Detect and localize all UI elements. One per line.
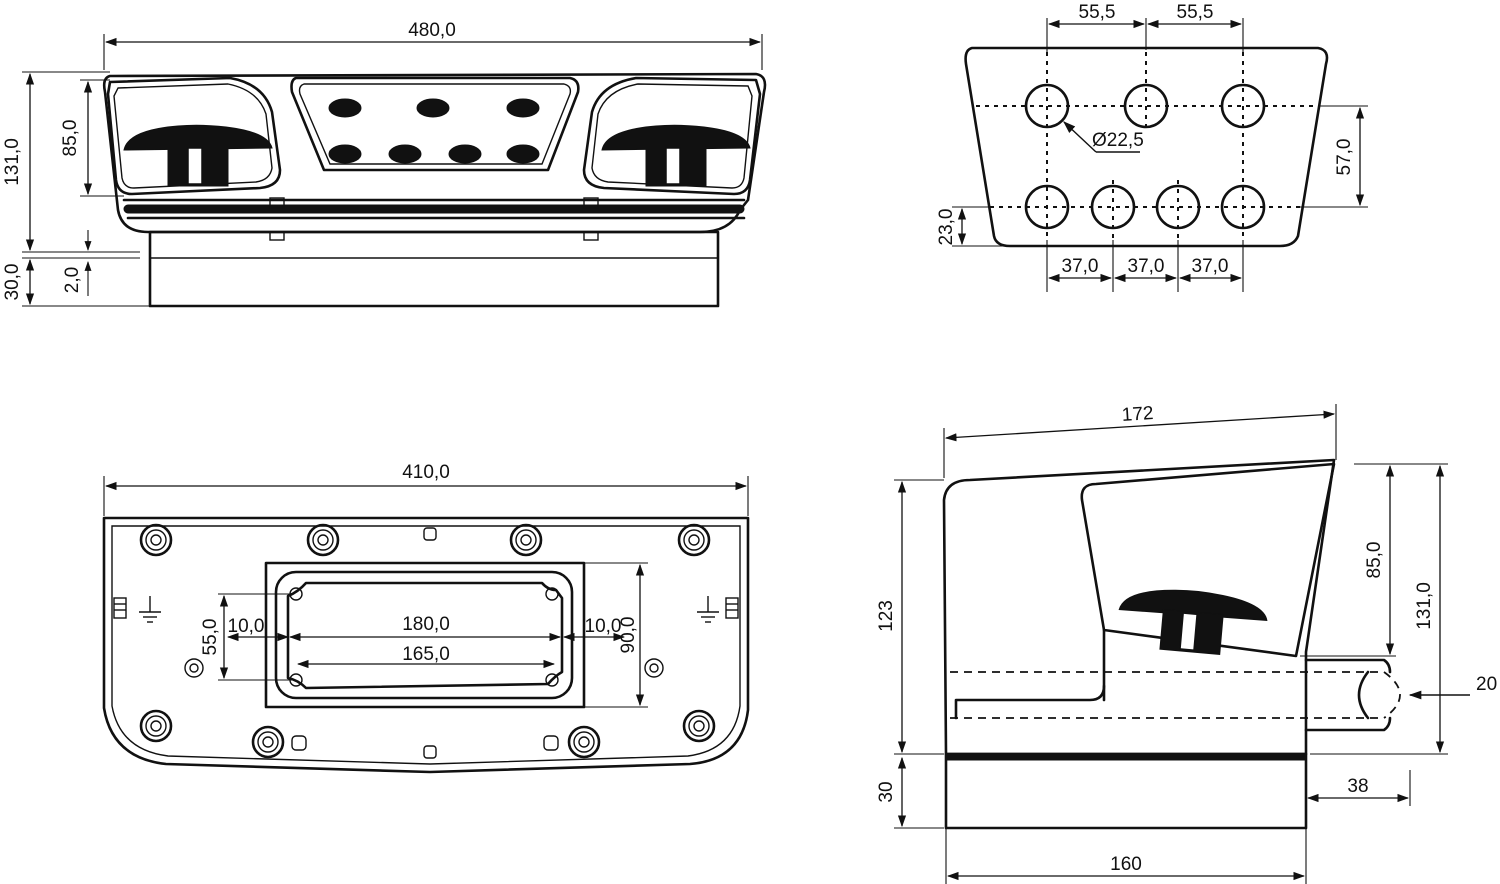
front-dim-height-total: 131,0 [2, 138, 23, 186]
ground-symbol-icon [138, 595, 162, 623]
front-hole-pattern [328, 98, 540, 164]
button-cap-icon [1115, 584, 1270, 660]
rear-dim-pitch-top-right: 55,5 [1177, 2, 1214, 23]
bottom-dim-left-offset: 10,0 [228, 616, 265, 637]
side-view: 172 123 30 85,0 131,0 20 38 160 [876, 403, 1497, 884]
front-right-pocket [582, 76, 762, 196]
rear-hole-pattern [1024, 83, 1266, 230]
button-cap-icon [601, 124, 751, 187]
side-dim-height-upper: 85,0 [1364, 542, 1385, 579]
rear-dim-bottom-offset: 23,0 [936, 209, 957, 246]
front-dim-gap: 2,0 [62, 267, 83, 293]
screw-boss [139, 709, 173, 743]
rear-plate-outline [964, 46, 1329, 248]
rear-dim-pitch-bottom-2: 37,0 [1128, 256, 1165, 277]
front-center-plate [290, 76, 580, 172]
rear-dim-pitch-bottom-3: 37,0 [1192, 256, 1229, 277]
side-pedal [1080, 462, 1336, 658]
screw-boss [306, 523, 340, 557]
side-dim-height-total: 131,0 [1414, 582, 1435, 630]
screw-boss [509, 523, 543, 557]
front-dim-base: 30,0 [2, 264, 23, 301]
rear-dim-pitch-top-left: 55,5 [1079, 2, 1116, 23]
front-view: 480,0 131,0 85,0 30,0 2,0 [2, 20, 767, 308]
bottom-dim-right-offset: 10,0 [585, 616, 622, 637]
bottom-dim-cutout-height: 55,0 [200, 619, 221, 656]
side-dim-hole-offset: 20 [1476, 674, 1497, 695]
bottom-outline [102, 516, 750, 774]
rear-view: 55,5 55,5 Ø22,5 57,0 23,0 37,0 37,0 37,0 [936, 2, 1368, 292]
rear-dim-pitch-bottom-1: 37,0 [1062, 256, 1099, 277]
side-dim-height-left: 123 [876, 600, 897, 632]
front-base [148, 230, 720, 308]
screw-boss [682, 709, 716, 743]
button-cap-icon [123, 124, 273, 187]
rear-dim-hole-diameter: Ø22,5 [1092, 130, 1144, 151]
ground-symbol-icon [696, 595, 720, 623]
screw-boss [251, 725, 285, 759]
bottom-view: 410,0 180,0 165,0 10,0 10,0 55,0 90,0 [102, 462, 750, 774]
rear-dim-row-spacing: 57,0 [1334, 139, 1355, 176]
front-dim-width: 480,0 [408, 20, 456, 41]
bottom-dim-plate-height: 90,0 [618, 617, 639, 654]
side-dim-top-length: 172 [1121, 403, 1154, 426]
front-left-pocket [106, 76, 282, 196]
side-outline [942, 458, 1336, 756]
side-dim-base-length: 160 [1110, 854, 1142, 875]
bottom-dim-cutout-inner: 165,0 [402, 644, 450, 665]
screw-boss [139, 523, 173, 557]
screw-boss [567, 725, 601, 759]
bottom-dim-cutout-outer: 180,0 [402, 614, 450, 635]
side-dim-overhang: 38 [1347, 776, 1368, 797]
bottom-dim-width: 410,0 [402, 462, 450, 483]
front-dim-height-upper: 85,0 [60, 120, 81, 157]
side-dim-base: 30 [876, 781, 897, 802]
screw-boss [677, 523, 711, 557]
